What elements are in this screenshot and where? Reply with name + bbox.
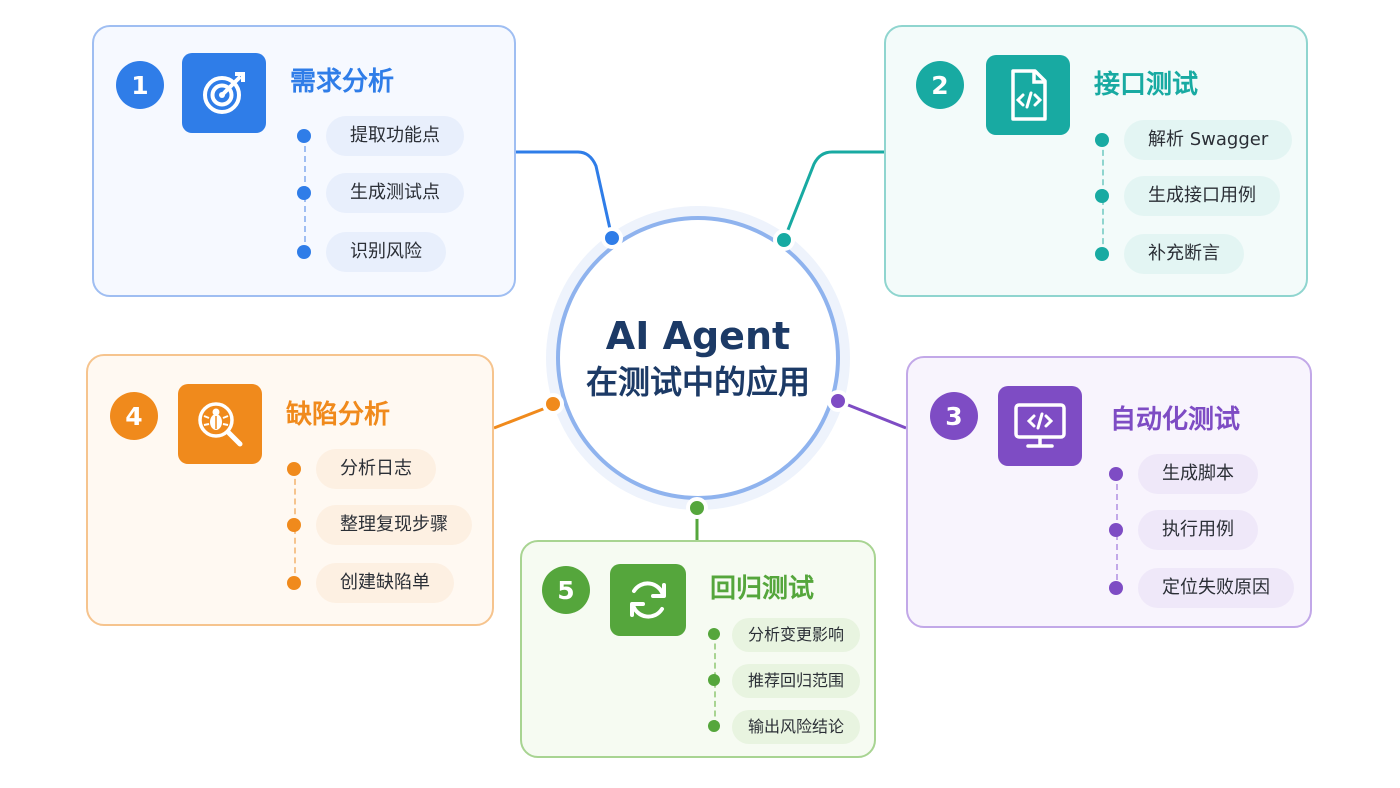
badge-regression: 5 <box>542 566 590 614</box>
bullet-dot <box>1095 247 1109 261</box>
list-item: 定位失败原因 <box>1109 568 1316 608</box>
bullet-dot <box>1095 189 1109 203</box>
bullet-dot <box>1109 581 1123 595</box>
card-requirements: 1 需求分析 提取功能点 生成测试点 识别风险 <box>92 25 516 297</box>
bullet-dot <box>708 674 720 686</box>
list-item: 整理复现步骤 <box>287 505 494 545</box>
bullet-dot <box>1095 133 1109 147</box>
list-item: 解析 Swagger <box>1095 120 1302 160</box>
center-title-line-1: AI Agent <box>605 314 791 358</box>
bullet-dot <box>1109 467 1123 481</box>
bullet-dot <box>1109 523 1123 537</box>
item-label: 生成接口用例 <box>1124 176 1280 216</box>
bullet-dot <box>708 628 720 640</box>
bullet-dot <box>287 518 301 532</box>
list-item: 补充断言 <box>1095 234 1302 274</box>
bullet-dot <box>297 129 311 143</box>
bullet-dot <box>297 245 311 259</box>
connector-automation <box>837 399 907 430</box>
code-monitor-icon <box>998 386 1082 466</box>
connector-requirements <box>516 150 614 239</box>
card-regression: 5 回归测试 分析变更影响 推荐回归范围 输出风险结论 <box>520 540 876 758</box>
list-item: 生成测试点 <box>297 173 504 213</box>
item-label: 分析变更影响 <box>732 618 861 652</box>
card-api: 2 接口测试 解析 Swagger 生成接口用例 补充断言 <box>884 25 1308 297</box>
badge-api: 2 <box>916 61 964 109</box>
card-automation: 3 自动化测试 生成脚本 执行用例 定位失败原因 <box>906 356 1312 628</box>
bullet-dot <box>708 720 720 732</box>
badge-defect: 4 <box>110 392 158 440</box>
card-defect: 4 缺陷分析 分析日志 整理复现步骤 创建缺陷单 <box>86 354 494 626</box>
target-icon <box>182 53 266 133</box>
item-label: 输出风险结论 <box>732 710 861 744</box>
item-label: 解析 Swagger <box>1124 120 1293 160</box>
card-title-regression: 回归测试 <box>710 574 815 604</box>
item-label: 执行用例 <box>1138 510 1258 550</box>
item-label: 生成脚本 <box>1138 454 1258 494</box>
refresh-icon <box>610 564 686 636</box>
list-item: 生成接口用例 <box>1095 176 1302 216</box>
list-item: 输出风险结论 <box>708 710 914 744</box>
list-item: 分析日志 <box>287 449 494 489</box>
item-label: 提取功能点 <box>326 116 464 156</box>
card-title-requirements: 需求分析 <box>290 67 395 97</box>
item-label: 分析日志 <box>316 449 436 489</box>
list-item: 生成脚本 <box>1109 454 1316 494</box>
item-label: 创建缺陷单 <box>316 563 454 603</box>
bullet-dot <box>297 186 311 200</box>
list-item: 推荐回归范围 <box>708 664 914 698</box>
list-item: 分析变更影响 <box>708 618 914 652</box>
connector-defect <box>493 402 557 430</box>
list-item: 执行用例 <box>1109 510 1316 550</box>
code-file-icon <box>986 55 1070 135</box>
list-item: 提取功能点 <box>297 116 504 156</box>
item-label: 推荐回归范围 <box>732 664 861 698</box>
badge-requirements: 1 <box>116 61 164 109</box>
card-title-api: 接口测试 <box>1094 70 1199 100</box>
center-title-line-2: 在测试中的应用 <box>585 363 810 401</box>
bullet-dot <box>287 462 301 476</box>
card-title-automation: 自动化测试 <box>1110 405 1241 435</box>
connector-api <box>782 150 884 241</box>
item-label: 定位失败原因 <box>1138 568 1294 608</box>
center-node: AI Agent 在测试中的应用 <box>556 216 840 500</box>
list-item: 识别风险 <box>297 232 504 272</box>
item-label: 补充断言 <box>1124 234 1244 274</box>
bullet-dot <box>287 576 301 590</box>
item-label: 生成测试点 <box>326 173 464 213</box>
badge-automation: 3 <box>930 392 978 440</box>
item-label: 整理复现步骤 <box>316 505 472 545</box>
card-title-defect: 缺陷分析 <box>286 400 391 430</box>
list-item: 创建缺陷单 <box>287 563 494 603</box>
item-label: 识别风险 <box>326 232 446 272</box>
bug-search-icon <box>178 384 262 464</box>
